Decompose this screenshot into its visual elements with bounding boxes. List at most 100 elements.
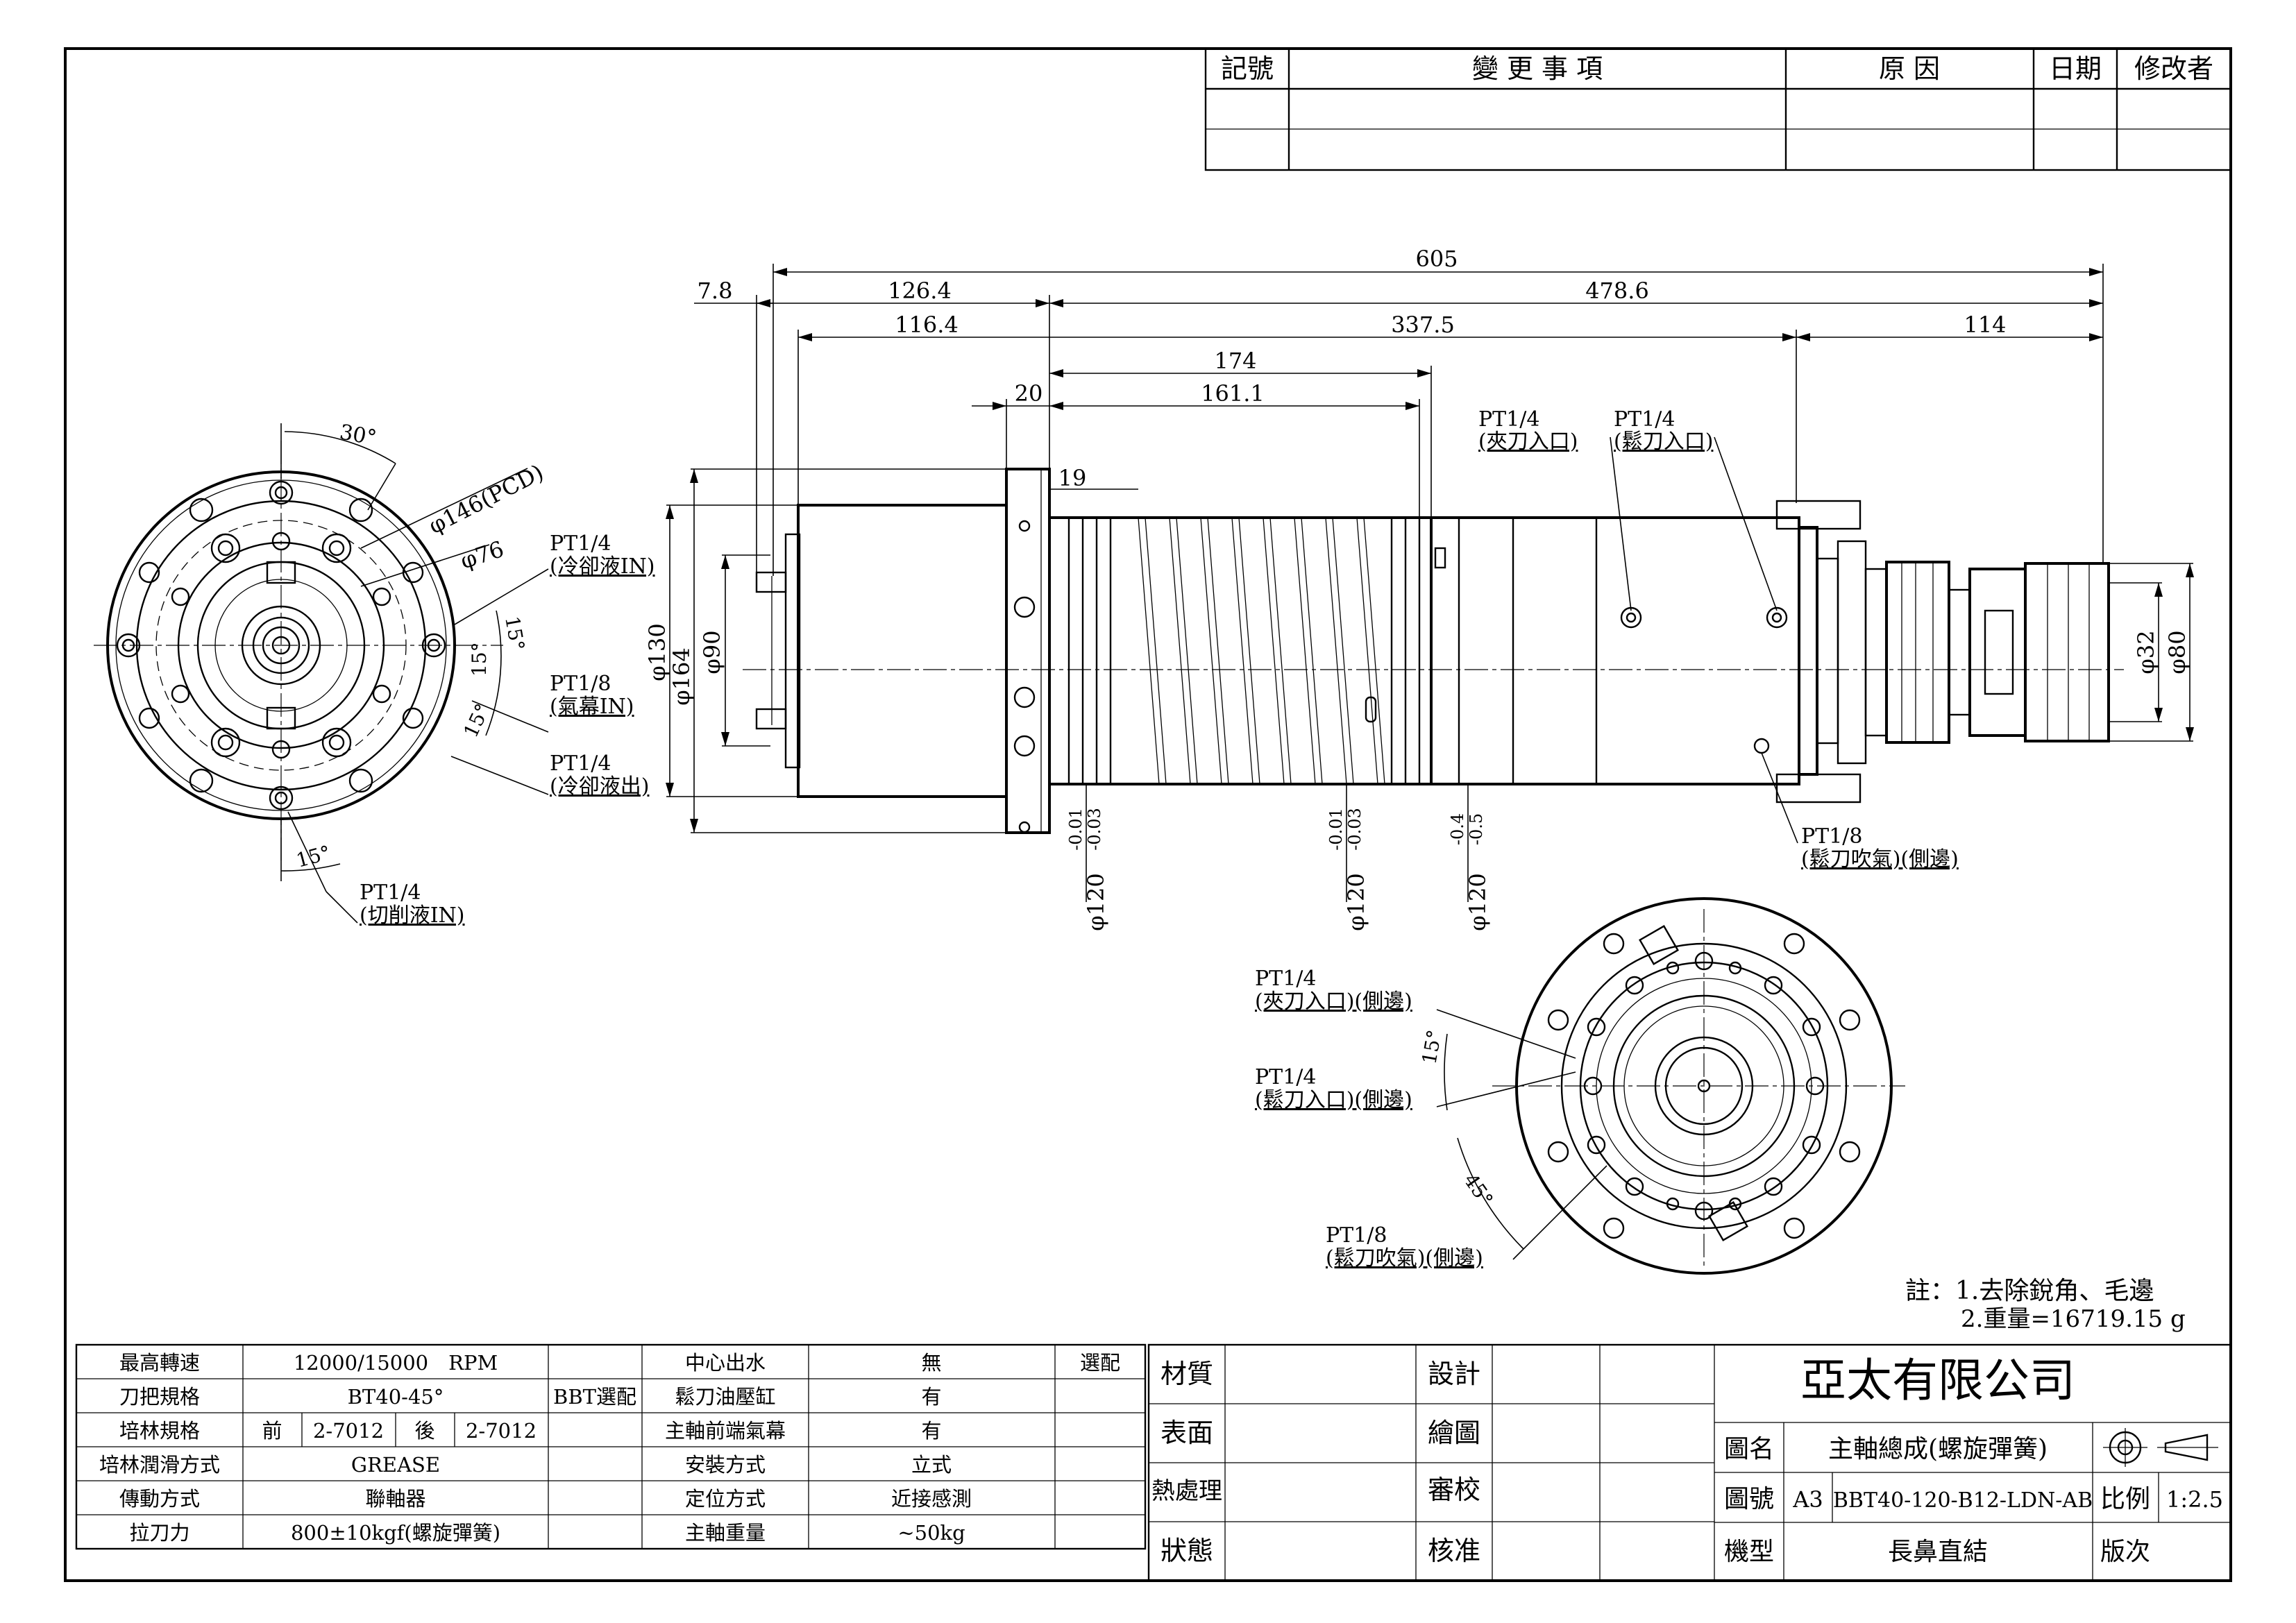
dim-337-5: 337.5 bbox=[1391, 312, 1455, 338]
dim-phi76: φ76 bbox=[457, 536, 507, 575]
dim-angle-15-c: 15° bbox=[459, 700, 494, 741]
tb-material: 材質 bbox=[1160, 1359, 1213, 1389]
rev-header-date: 日期 bbox=[2049, 53, 2102, 84]
dim-phi164: φ164 bbox=[668, 647, 695, 705]
label-sv-clamp-1: PT1/4 bbox=[1478, 407, 1539, 432]
rear-view: 15° 45° PT1/4 (夾刀入口)(側邊) PT1/4 (鬆刀入口)(側邊… bbox=[1255, 897, 1905, 1275]
spec-value-lubrication: GREASE bbox=[351, 1453, 440, 1477]
spec-bearing-front-value: 2-7012 bbox=[313, 1419, 384, 1443]
front-view-labels: PT1/4 (冷卻液IN) PT1/8 (氣幕IN) PT1/4 (冷卻液出) … bbox=[360, 532, 655, 928]
tb-heat: 熱處理 bbox=[1151, 1477, 1222, 1505]
projection-symbol-icon bbox=[2103, 1428, 2218, 1467]
spec-value-air-curtain: 有 bbox=[921, 1419, 941, 1443]
spec-bearing-front: 前 bbox=[262, 1419, 282, 1443]
label-fv-cutting-in-2: (切削液IN) bbox=[360, 903, 465, 928]
tb-check: 審校 bbox=[1428, 1475, 1480, 1505]
dim-161-1: 161.1 bbox=[1201, 380, 1265, 407]
side-view-labels: PT1/4 (夾刀入口) PT1/4 (鬆刀入口) PT1/8 (鬆刀吹氣)(側… bbox=[1478, 407, 1959, 872]
dim-19: 19 bbox=[1058, 465, 1087, 491]
note-line-2: 2.重量=16719.15 g bbox=[1961, 1305, 2186, 1333]
dim-angle-15-a: 15° bbox=[500, 614, 529, 652]
dim-phi80: φ80 bbox=[2164, 630, 2191, 674]
dim-phi120-b: φ120 bbox=[1343, 873, 1369, 931]
note-line-1: 註：1.去除銳角、毛邊 bbox=[1905, 1277, 2154, 1305]
dim-tol-a2: -0.03 bbox=[1085, 808, 1104, 851]
spec-label-center-water: 中心出水 bbox=[685, 1351, 766, 1375]
spec-label-max-speed: 最高轉速 bbox=[119, 1351, 200, 1375]
tb-design: 設計 bbox=[1428, 1359, 1480, 1389]
label-rv-blow-1: PT1/8 bbox=[1326, 1223, 1387, 1248]
spec-label-bearing: 培林規格 bbox=[119, 1419, 200, 1443]
rear-view-labels: PT1/4 (夾刀入口)(側邊) PT1/4 (鬆刀入口)(側邊) PT1/8 … bbox=[1255, 967, 1483, 1271]
dim-tol-c: -0.4 bbox=[1448, 813, 1467, 845]
tb-no-label: 圖號 bbox=[1724, 1485, 1774, 1513]
label-fv-coolant-in-2: (冷卻液IN) bbox=[550, 554, 655, 579]
dim-116-4: 116.4 bbox=[895, 312, 959, 338]
tb-state: 狀態 bbox=[1160, 1536, 1213, 1566]
label-sv-unclamp-1: PT1/4 bbox=[1614, 407, 1675, 432]
tb-model-label: 機型 bbox=[1724, 1538, 1774, 1566]
dim-phi90: φ90 bbox=[699, 630, 725, 674]
tb-scale-value: 1:2.5 bbox=[2166, 1486, 2223, 1513]
label-sv-unclamp-2: (鬆刀入口) bbox=[1614, 430, 1713, 454]
spec-value-weight: ~50kg bbox=[897, 1521, 965, 1545]
dim-126-4: 126.4 bbox=[888, 278, 952, 304]
dim-angle-15-b: 15° bbox=[468, 642, 491, 677]
dim-angle-30: 30° bbox=[338, 420, 378, 450]
rev-header-change: 變 更 事 項 bbox=[1472, 53, 1603, 84]
spec-value-positioning: 近接感測 bbox=[891, 1487, 972, 1511]
spec-bearing-rear-value: 2-7012 bbox=[466, 1419, 537, 1443]
spec-label-positioning: 定位方式 bbox=[685, 1487, 766, 1511]
label-rv-clamp-2: (夾刀入口)(側邊) bbox=[1255, 989, 1412, 1014]
tb-name-value: 主軸總成(螺旋彈簧) bbox=[1828, 1435, 2048, 1463]
title-block: 材質 表面 熱處理 狀態 設計 繪圖 審校 核准 亞太有限公司 圖名 主軸總成(… bbox=[1147, 1343, 2232, 1582]
spring-rings bbox=[1067, 518, 1112, 784]
spec-value-cylinder: 有 bbox=[921, 1385, 941, 1409]
dim-angle-45: 45° bbox=[1459, 1169, 1498, 1211]
dim-174: 174 bbox=[1214, 348, 1256, 374]
rev-header-editor: 修改者 bbox=[2134, 53, 2213, 84]
tb-company: 亞太有限公司 bbox=[1800, 1354, 2075, 1407]
dim-phi120-a: φ120 bbox=[1083, 873, 1109, 931]
front-view: 30° φ146(PCD) φ76 15° 15° 15° 15° PT1/4 … bbox=[94, 420, 655, 928]
label-fv-cutting-in-1: PT1/4 bbox=[360, 881, 421, 905]
tb-version-label: 版次 bbox=[2100, 1538, 2150, 1566]
dim-phi32: φ32 bbox=[2133, 630, 2159, 674]
spec-label-holder: 刀把規格 bbox=[119, 1385, 200, 1409]
spec-value-pull-force: 800±10kgf(螺旋彈簧) bbox=[291, 1521, 500, 1545]
label-sv-blow-2: (鬆刀吹氣)(側邊) bbox=[1801, 847, 1959, 872]
label-fv-coolant-in-1: PT1/4 bbox=[550, 532, 611, 556]
label-rv-unclamp-2: (鬆刀入口)(側邊) bbox=[1255, 1088, 1412, 1112]
dim-7-8: 7.8 bbox=[698, 278, 733, 304]
label-rv-clamp-1: PT1/4 bbox=[1255, 967, 1316, 991]
dim-phi130: φ130 bbox=[644, 623, 670, 681]
label-fv-airflow-1: PT1/8 bbox=[550, 672, 611, 696]
tb-surface: 表面 bbox=[1160, 1418, 1213, 1448]
spec-table: 最高轉速 12000/15000 RPM 中心出水 無 選配 刀把規格 BT40… bbox=[75, 1343, 1147, 1550]
spec-label-pull-force: 拉刀力 bbox=[129, 1521, 189, 1545]
tb-name-label: 圖名 bbox=[1724, 1435, 1774, 1463]
tb-drawing-no: BBT40-120-B12-LDN-AB bbox=[1833, 1488, 2093, 1513]
spec-label-air-curtain: 主軸前端氣幕 bbox=[665, 1419, 786, 1443]
dim-tol-b2: -0.03 bbox=[1345, 808, 1365, 851]
revision-table: 記號 變 更 事 項 原 因 日期 修改者 bbox=[1204, 47, 2232, 171]
dim-478-6: 478.6 bbox=[1585, 278, 1649, 304]
spec-label-lubrication: 培林潤滑方式 bbox=[99, 1453, 220, 1477]
spec-value-center-water: 無 bbox=[921, 1351, 941, 1375]
dim-angle-15-d: 15° bbox=[294, 841, 332, 872]
tb-model-value: 長鼻直結 bbox=[1888, 1538, 1988, 1566]
spring-spiral bbox=[1138, 517, 1385, 785]
dim-tol-b: -0.01 bbox=[1326, 808, 1346, 851]
label-rv-blow-2: (鬆刀吹氣)(側邊) bbox=[1326, 1246, 1483, 1271]
dimension-arrows bbox=[666, 268, 2194, 833]
spec-label-cylinder: 鬆刀油壓缸 bbox=[675, 1385, 775, 1409]
dim-114: 114 bbox=[1964, 312, 2006, 338]
label-rv-unclamp-1: PT1/4 bbox=[1255, 1065, 1316, 1089]
rev-header-mark: 記號 bbox=[1221, 53, 1274, 84]
spec-label-weight: 主軸重量 bbox=[685, 1521, 766, 1545]
label-fv-coolant-out-2: (冷卻液出) bbox=[550, 774, 649, 799]
dim-phi120-c: φ120 bbox=[1464, 873, 1491, 931]
tb-size: A3 bbox=[1792, 1486, 1823, 1513]
spec-bearing-rear: 後 bbox=[414, 1419, 434, 1443]
